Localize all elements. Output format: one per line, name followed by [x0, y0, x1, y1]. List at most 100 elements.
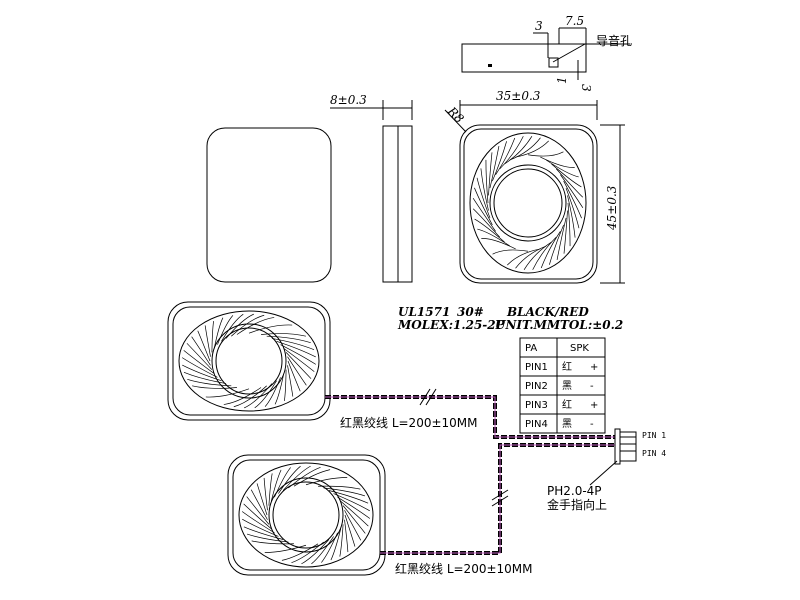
- swirl-line: [549, 224, 564, 265]
- swirl-line: [270, 469, 282, 502]
- swirl-line: [507, 248, 541, 266]
- table-cell: 黑: [562, 418, 572, 430]
- swirl-line: [225, 313, 254, 339]
- connector-note: 金手指向上: [547, 497, 607, 512]
- thickness-dim: 8±0.3: [330, 93, 367, 107]
- swirl-line: [339, 524, 344, 557]
- swirl-line: [280, 344, 317, 365]
- swirl-line: [472, 198, 496, 232]
- sound-hole-label: 导音孔: [596, 33, 632, 48]
- swirl-line: [242, 518, 279, 537]
- header-pa: PA: [525, 343, 537, 354]
- speaker-cone: [469, 132, 587, 274]
- table-cell: 红: [562, 398, 572, 411]
- swirl-line: [233, 385, 267, 408]
- pin1-label: PIN 1: [642, 431, 666, 440]
- swirl-line: [489, 146, 500, 189]
- dim-3b: 3: [579, 84, 593, 92]
- swirl-line: [264, 377, 281, 407]
- swirl-line: [204, 325, 211, 357]
- connector: PIN 1 PIN 4 PH2.0-4P 金手指向上: [547, 428, 666, 512]
- swirl-line: [287, 360, 301, 392]
- side-view: 8±0.3: [330, 93, 413, 283]
- speaker-dome: [211, 323, 287, 399]
- speaker-dome-inner: [493, 168, 563, 238]
- swirl-line: [318, 485, 361, 490]
- swirl-line: [567, 195, 576, 238]
- swirl-line: [474, 187, 493, 226]
- swirl-line: [285, 352, 312, 379]
- swirl-line: [181, 357, 218, 378]
- speaker-2: [227, 454, 386, 576]
- table-cell: +: [590, 362, 598, 373]
- swirl-line: [492, 249, 529, 255]
- swirl-line: [515, 140, 549, 158]
- table-cell: PIN2: [525, 381, 548, 392]
- swirl-line: [488, 152, 493, 196]
- swirl-line: [244, 383, 273, 409]
- swirl-line: [243, 526, 284, 540]
- speaker-dome-inner: [272, 481, 340, 549]
- connector-model: PH2.0-4P: [547, 484, 602, 498]
- swirl-line: [282, 465, 311, 491]
- swirl-line: [532, 236, 557, 270]
- radius-dim: R8: [444, 104, 467, 127]
- swirl-line: [563, 210, 568, 254]
- swirl-line: [278, 465, 301, 494]
- spec-connector: MOLEX:1.25-2P: [397, 318, 506, 332]
- swirl-line: [251, 540, 294, 545]
- spec-cable: UL1571: [398, 305, 450, 319]
- swirl-line: [311, 536, 334, 565]
- swirl-line: [556, 168, 584, 198]
- swirl-line: [495, 137, 516, 175]
- swirl-line: [477, 228, 511, 247]
- swirl-line: [284, 369, 287, 401]
- swirl-line: [263, 477, 268, 511]
- swirl-line: [250, 489, 268, 520]
- table-cell: -: [590, 381, 594, 392]
- wire-label-1: 红黑绞线 L=200±10MM: [340, 415, 478, 430]
- spec-unit: UNIT.MM: [495, 318, 561, 332]
- swirl-line: [344, 514, 356, 547]
- swirl-line: [340, 500, 369, 527]
- swirl-line: [271, 338, 315, 351]
- back-view: [206, 127, 332, 283]
- swirl-line: [231, 314, 265, 337]
- swirl-line: [523, 241, 552, 271]
- swirl-line: [197, 330, 211, 362]
- swirl-line: [223, 387, 262, 405]
- swirl-line: [266, 335, 311, 344]
- swirl-line: [191, 336, 211, 366]
- swirl-line: [274, 467, 291, 498]
- swirl-line: [287, 365, 294, 397]
- swirl-line: [192, 385, 237, 389]
- top-view: 3 7.5 导音孔 1 3: [461, 14, 632, 92]
- swirl-line: [481, 238, 516, 250]
- swirl-line: [211, 321, 214, 353]
- swirl-line: [567, 202, 571, 247]
- swirl-line: [291, 541, 324, 564]
- speaker-dome-inner: [215, 327, 283, 395]
- swirl-line: [217, 315, 234, 345]
- swirl-line: [246, 533, 289, 543]
- swirl-line: [474, 218, 505, 243]
- swirl-line: [492, 141, 507, 182]
- table-cell: 黑: [562, 380, 572, 392]
- swirl-line: [183, 371, 227, 384]
- swirl-line: [281, 543, 319, 561]
- swirl-line: [246, 496, 270, 525]
- table-cell: PIN3: [525, 400, 548, 411]
- pin4-label: PIN 4: [642, 449, 666, 458]
- speaker-dome: [489, 164, 567, 242]
- table-cell: PIN1: [525, 362, 548, 373]
- swirl-line: [499, 136, 524, 170]
- swirl-line: [540, 156, 575, 168]
- speaker-cone: [238, 462, 374, 568]
- spec-tolerance: TOL:±0.2: [560, 318, 623, 332]
- swirl-line: [485, 159, 489, 204]
- swirl-line: [221, 313, 244, 342]
- swirl-line: [243, 503, 272, 530]
